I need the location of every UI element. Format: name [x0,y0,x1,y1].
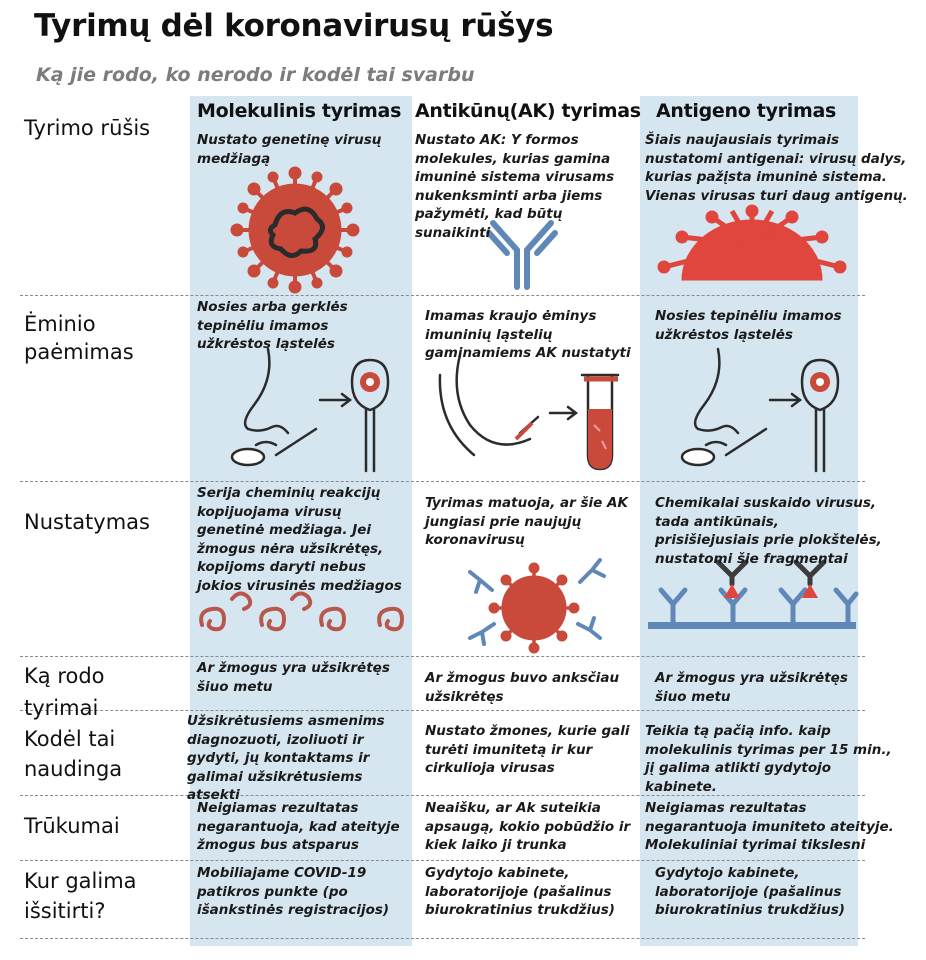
row-label-where-test: Kur galima išsitirti? [24,869,137,923]
row-label-detection: Nustatymas [24,510,150,534]
cell-test-type-antibody: Nustato AK: Y formos molekules, kurias g… [415,132,615,241]
cell-sampling-antibody: Imamas kraujo ėminys imuninių ląstelių g… [425,308,631,361]
column-header-antigen: Antigeno tyrimas [656,100,836,122]
virus-genetic-icon [230,166,360,294]
row-divider [20,795,865,796]
column-header-molecular: Molekulinis tyrimas [197,100,402,122]
antibody-icon [486,220,558,290]
cell-why-useful-molecular: Užsikrėtusiems asmenims diagnozuoti, izo… [187,713,385,803]
antigen-virus-icon [657,204,847,281]
cell-where-test-molecular: Mobiliajame COVID-19 patikros punkte (po… [197,865,390,918]
virus-antibodies-icon [468,558,606,654]
genetic-copies-icon [199,591,405,632]
cell-what-shows-molecular: Ar žmogus yra užsikrėtęs šiuo metu [197,660,390,695]
cell-drawbacks-antigen: Neigiamas rezultatas negarantuoja imunit… [645,800,894,853]
row-label-why-useful: Kodėl tai naudinga [24,727,123,781]
cell-detection-antibody: Tyrimas matuoja, ar šie AK jungiasi prie… [425,495,628,548]
cell-detection-antigen: Chemikalai suskaido virusus, tada antikū… [655,495,882,567]
antigen-plate-icon [648,559,859,629]
nose-swab-icon-antigen [680,347,840,473]
page-subtitle: Ką jie rodo, ko nerodo ir kodėl tai svar… [36,64,475,86]
row-label-sampling: Ėminio paėmimas [24,312,134,364]
cell-where-test-antibody: Gydytojo kabinete, laboratorijoje (pašal… [425,865,615,918]
row-divider [20,295,865,296]
column-header-antibody: Antikūnų(AK) tyrimas [415,100,641,122]
cell-sampling-antigen: Nosies tepinėliu imamos užkrėstos ląstel… [655,308,842,343]
row-divider [20,656,865,657]
cell-drawbacks-molecular: Neigiamas rezultatas negarantuoja, kad a… [197,800,400,853]
row-label-test-type: Tyrimo rūšis [24,116,151,140]
row-divider [20,938,865,939]
cell-sampling-molecular: Nosies arba gerklės tepinėliu imamos užk… [197,299,348,352]
cell-detection-molecular: Serija cheminių reakcijų kopijuojama vir… [197,485,402,594]
nose-swab-icon [230,347,390,473]
page-title: Tyrimų dėl koronavirusų rūšys [34,8,554,44]
cell-drawbacks-antibody: Neaišku, ar Ak suteikia apsaugą, kokio p… [425,800,631,853]
cell-why-useful-antibody: Nustato žmones, kurie gali turėti imunit… [425,723,630,776]
row-divider [20,481,865,482]
cell-why-useful-antigen: Teikia tą pačią info. kaip molekulinis t… [645,723,892,795]
row-label-what-shows: Ką rodo tyrimai [24,664,105,720]
cell-what-shows-antigen: Ar žmogus yra užsikrėtęs šiuo metu [655,670,848,705]
row-divider [20,710,865,711]
row-divider [20,860,865,861]
cell-what-shows-antibody: Ar žmogus buvo anksčiau užsikrėtęs [425,670,620,705]
blood-sample-icon [438,353,620,471]
cell-test-type-molecular: Nustato genetinę virusų medžiagą [197,132,382,167]
row-label-drawbacks: Trūkumai [24,814,120,838]
cell-test-type-antigen: Šiais naujausiais tyrimais nustatomi ant… [645,132,908,204]
cell-where-test-antigen: Gydytojo kabinete, laboratorijoje (pašal… [655,865,845,918]
